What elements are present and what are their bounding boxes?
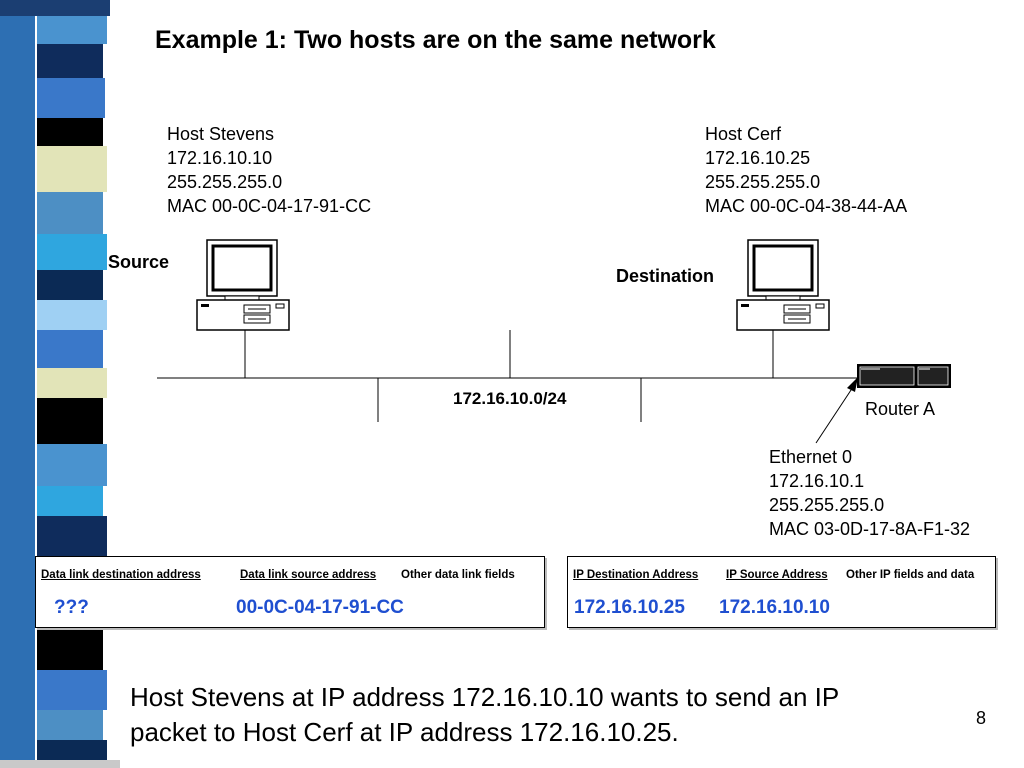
- source-host-info: Host Stevens 172.16.10.10 255.255.255.0 …: [167, 122, 371, 218]
- slide-title: Example 1: Two hosts are on the same net…: [155, 26, 716, 54]
- ip-src-header: IP Source Address: [726, 569, 828, 581]
- ip-other-header: Other IP fields and data: [846, 569, 975, 581]
- destination-computer-icon: [736, 239, 830, 331]
- router-icon: [857, 364, 951, 388]
- page-number: 8: [976, 708, 987, 728]
- destination-host-info: Host Cerf 172.16.10.25 255.255.255.0 MAC…: [705, 122, 907, 218]
- router-interface-info: Ethernet 0 172.16.10.1 255.255.255.0 MAC…: [769, 445, 970, 541]
- router-interface-mask: 255.255.255.0: [769, 495, 885, 515]
- ip-packet-box: IP Destination Address IP Source Address…: [567, 556, 996, 628]
- caption-line-1: Host Stevens at IP address 172.16.10.10 …: [130, 682, 840, 712]
- router-interface-name: Ethernet 0: [769, 447, 853, 467]
- destination-host-mac: MAC 00-0C-04-38-44-AA: [705, 196, 908, 216]
- slide-caption: Host Stevens at IP address 172.16.10.10 …: [130, 680, 839, 750]
- network-address-label: 172.16.10.0/24: [453, 389, 567, 408]
- router-interface-pointer: [815, 377, 858, 444]
- destination-host-mask: 255.255.255.0: [705, 172, 821, 192]
- destination-host-name: Host Cerf: [705, 124, 782, 144]
- network-bus: [157, 330, 860, 422]
- router-label: Router A: [865, 399, 936, 419]
- source-computer-icon: [196, 239, 290, 331]
- destination-label: Destination: [616, 266, 715, 286]
- source-host-mask: 255.255.255.0: [167, 172, 283, 192]
- source-host-ip: 172.16.10.10: [167, 148, 273, 168]
- decorative-stripe-bar: [0, 0, 120, 768]
- datalink-dest-header: Data link destination address: [41, 569, 201, 581]
- network-diagram: [157, 239, 951, 444]
- caption-line-2: packet to Host Cerf at IP address 172.16…: [130, 717, 679, 747]
- destination-host-ip: 172.16.10.25: [705, 148, 811, 168]
- ip-dest-value: 172.16.10.25: [574, 597, 685, 618]
- ip-src-value: 172.16.10.10: [719, 597, 830, 618]
- datalink-dest-value: ???: [54, 597, 89, 618]
- datalink-src-value: 00-0C-04-17-91-CC: [236, 597, 404, 618]
- source-label: Source: [108, 252, 170, 272]
- datalink-other-header: Other data link fields: [401, 569, 515, 581]
- datalink-frame-box: Data link destination address Data link …: [35, 556, 545, 628]
- router-interface-mac: MAC 03-0D-17-8A-F1-32: [769, 519, 971, 539]
- source-host-mac: MAC 00-0C-04-17-91-CC: [167, 196, 372, 216]
- datalink-src-header: Data link source address: [240, 569, 377, 581]
- source-host-name: Host Stevens: [167, 124, 275, 144]
- router-interface-ip: 172.16.10.1: [769, 471, 865, 491]
- ip-dest-header: IP Destination Address: [573, 569, 699, 581]
